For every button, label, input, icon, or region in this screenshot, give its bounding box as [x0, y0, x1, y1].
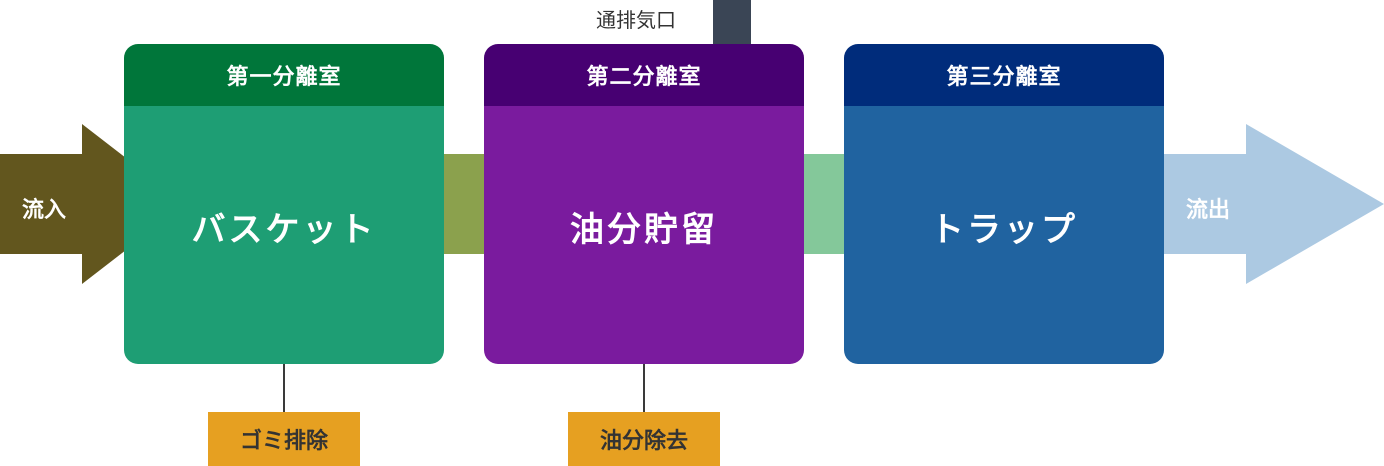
leader-line-2: [643, 364, 645, 412]
connector-2: [804, 154, 844, 254]
chamber-3: 第三分離室 トラップ: [844, 44, 1164, 364]
vent-label: 通排気口: [596, 8, 676, 32]
inflow-arrow-shape: [0, 124, 126, 284]
outflow-arrow: [1164, 124, 1384, 284]
chamber-2-body: 油分貯留: [484, 106, 804, 364]
connector-1: [444, 154, 484, 254]
chamber-1-body: バスケット: [124, 106, 444, 364]
chamber-1: 第一分離室 バスケット: [124, 44, 444, 364]
outflow-label: 流出: [1186, 198, 1231, 223]
chamber-2: 第二分離室 油分貯留: [484, 44, 804, 364]
tag-oil-removal: 油分除去: [568, 412, 720, 466]
inflow-label: 流入: [22, 198, 67, 223]
tag-garbage-removal: ゴミ排除: [208, 412, 360, 466]
inflow-arrow: [0, 124, 126, 284]
leader-line-1: [283, 364, 285, 412]
chamber-2-header: 第二分離室: [484, 44, 804, 106]
chamber-3-body: トラップ: [844, 106, 1164, 364]
chamber-1-header: 第一分離室: [124, 44, 444, 106]
outflow-arrow-shape: [1164, 124, 1384, 284]
vent-pipe: [713, 0, 751, 44]
chamber-3-header: 第三分離室: [844, 44, 1164, 106]
